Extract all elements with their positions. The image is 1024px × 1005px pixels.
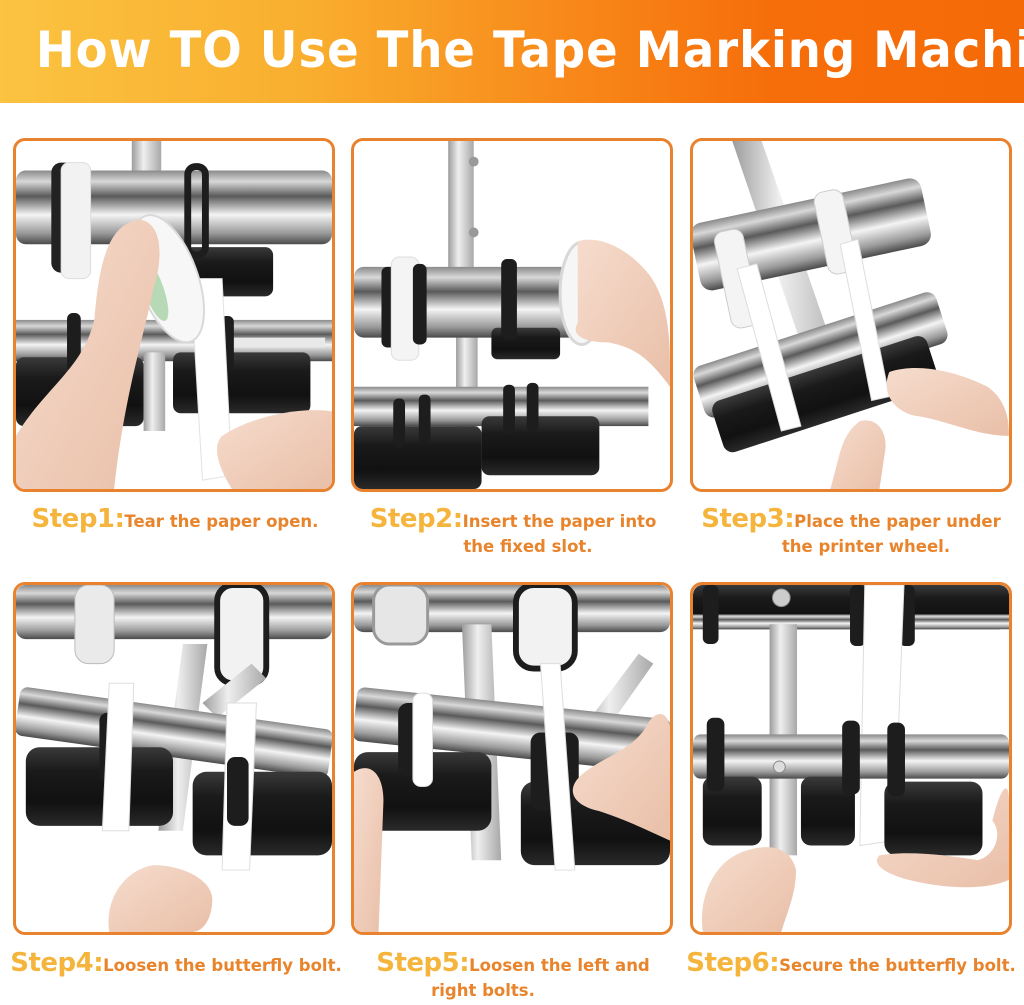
step5-photo — [351, 582, 673, 935]
step3-caption: Step3:Place the paper under the printer … — [690, 506, 1012, 559]
step1-caption: Step1:Tear the paper open. — [14, 506, 336, 535]
step5-description-line2: right bolts. — [431, 981, 535, 1000]
page-title: How TO Use The Tape Marking Machine — [35, 21, 1024, 79]
step5-description: Loosen the left and — [469, 956, 650, 975]
step1-label: Step1: — [31, 504, 125, 534]
step5-caption: Step5:Loosen the left and right bolts. — [352, 950, 674, 1003]
step2-description: Insert the paper into — [462, 512, 657, 531]
step6-photo — [690, 582, 1012, 935]
step2-description-line2: the fixed slot. — [463, 537, 593, 556]
step1-description: Tear the paper open. — [124, 512, 319, 531]
step6-description: Secure the butterfly bolt. — [779, 956, 1016, 975]
step1-photo — [13, 138, 335, 492]
step6-caption: Step6:Secure the butterfly bolt. — [678, 950, 1024, 979]
step6-label: Step6: — [686, 948, 780, 978]
step4-photo — [13, 582, 335, 935]
step4-description: Loosen the butterfly bolt. — [103, 956, 342, 975]
step5-label: Step5: — [376, 948, 470, 978]
header-banner: How TO Use The Tape Marking Machine — [0, 0, 1024, 103]
step3-photo — [690, 138, 1012, 492]
step2-label: Step2: — [369, 504, 463, 534]
step3-description-line2: the printer wheel. — [781, 537, 951, 556]
step2-photo — [351, 138, 673, 492]
step3-label: Step3: — [701, 504, 795, 534]
step4-label: Step4: — [10, 948, 104, 978]
step4-caption: Step4:Loosen the butterfly bolt. — [6, 950, 346, 979]
step3-description: Place the paper under — [794, 512, 1001, 531]
step2-caption: Step2:Insert the paper into the fixed sl… — [352, 506, 674, 559]
